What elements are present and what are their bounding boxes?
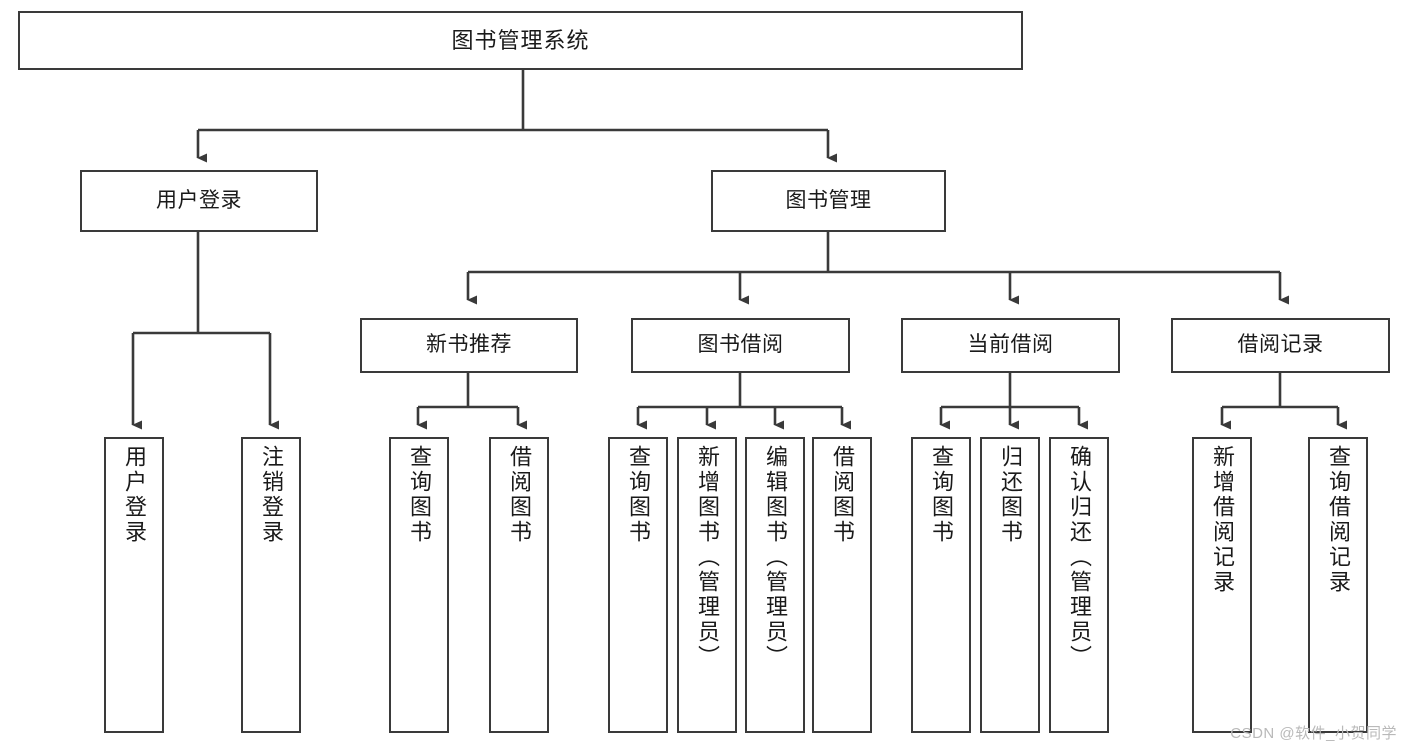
watermark-text: CSDN @软件_小贺同学	[1230, 725, 1397, 742]
leaf-user-login-login[interactable]: 用户登录	[104, 437, 164, 733]
node-label: 借阅记录	[1237, 333, 1324, 357]
leaf-current-borrow-confirm-return[interactable]: 确认归还（管理员）	[1049, 437, 1109, 733]
leaf-book-borrow-edit[interactable]: 编辑图书（管理员）	[745, 437, 805, 733]
node-label: 借阅图书	[830, 445, 855, 545]
node-book-borrow[interactable]: 图书借阅	[631, 318, 850, 373]
node-label: 新书推荐	[426, 333, 512, 357]
node-label: 归还图书	[998, 445, 1023, 545]
node-user-login[interactable]: 用户登录	[80, 170, 318, 232]
node-label: 借阅图书	[507, 445, 532, 545]
node-label: 图书管理系统	[451, 27, 590, 53]
node-borrow-record[interactable]: 借阅记录	[1171, 318, 1390, 373]
leaf-new-book-query[interactable]: 查询图书	[389, 437, 449, 733]
node-label: 查询图书	[929, 445, 954, 545]
leaf-user-login-logout[interactable]: 注销登录	[241, 437, 301, 733]
node-label: 用户登录	[122, 445, 147, 545]
leaf-current-borrow-query[interactable]: 查询图书	[911, 437, 971, 733]
node-book-management[interactable]: 图书管理	[711, 170, 946, 232]
node-label: 查询图书	[407, 445, 432, 545]
node-label: 查询借阅记录	[1326, 445, 1351, 595]
leaf-new-book-borrow[interactable]: 借阅图书	[489, 437, 549, 733]
node-new-book-recommend[interactable]: 新书推荐	[360, 318, 578, 373]
node-label: 新增图书（管理员）	[695, 445, 720, 670]
node-label: 图书借阅	[697, 333, 784, 357]
leaf-borrow-record-query[interactable]: 查询借阅记录	[1308, 437, 1368, 733]
node-label: 查询图书	[626, 445, 651, 545]
node-label: 注销登录	[259, 445, 284, 545]
node-root-system[interactable]: 图书管理系统	[18, 11, 1023, 70]
node-label: 编辑图书（管理员）	[763, 445, 788, 670]
leaf-borrow-record-add[interactable]: 新增借阅记录	[1192, 437, 1252, 733]
node-label: 当前借阅	[967, 333, 1054, 357]
node-label: 新增借阅记录	[1210, 445, 1235, 595]
node-current-borrow[interactable]: 当前借阅	[901, 318, 1120, 373]
node-label: 用户登录	[156, 188, 242, 212]
node-label: 确认归还（管理员）	[1067, 445, 1092, 670]
leaf-book-borrow-borrow[interactable]: 借阅图书	[812, 437, 872, 733]
leaf-current-borrow-return[interactable]: 归还图书	[980, 437, 1040, 733]
leaf-book-borrow-query[interactable]: 查询图书	[608, 437, 668, 733]
leaf-book-borrow-add[interactable]: 新增图书（管理员）	[677, 437, 737, 733]
node-label: 图书管理	[785, 188, 872, 212]
